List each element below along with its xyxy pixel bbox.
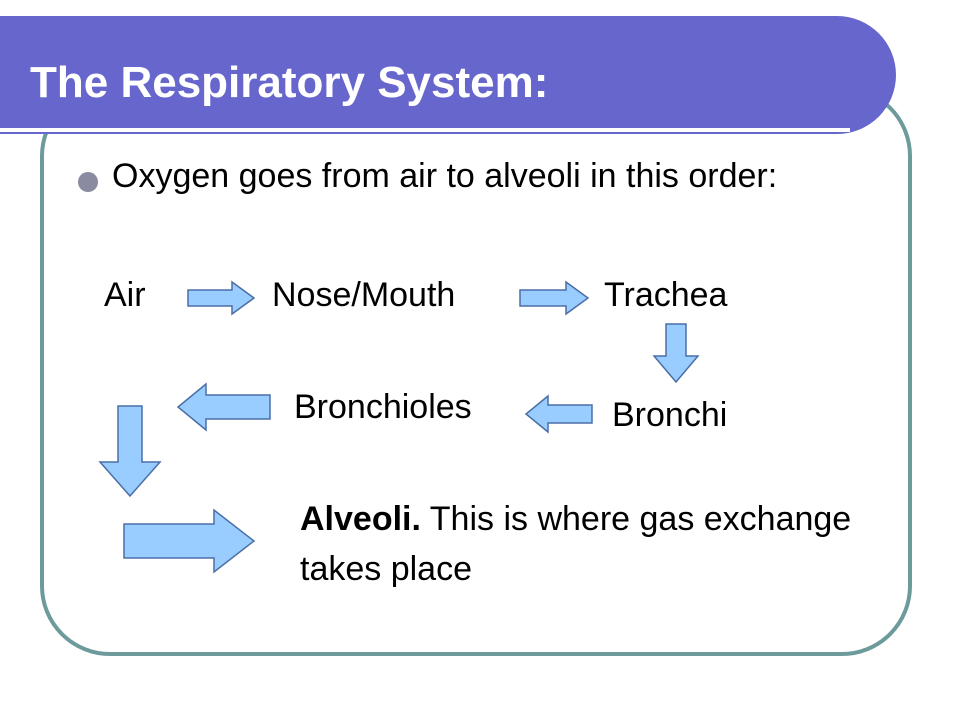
arrow-left-icon	[524, 394, 593, 434]
arrow-left-icon	[176, 382, 271, 432]
step-air: Air	[104, 276, 146, 314]
alveoli-label: Alveoli.	[300, 500, 421, 538]
alveoli-explanation: This is where gas exchange takes place	[300, 500, 852, 588]
title-bar: The Respiratory System:	[0, 16, 896, 134]
arrow-down-icon	[98, 405, 162, 498]
arrow-right-icon	[187, 280, 256, 316]
slide-title: The Respiratory System:	[30, 58, 549, 107]
arrow-right-icon	[123, 508, 256, 574]
step-bronchioles: Bronchioles	[294, 388, 472, 426]
step-trachea: Trachea	[604, 276, 728, 314]
bullet-dot	[78, 172, 98, 192]
arrow-right-icon	[519, 280, 590, 316]
bullet-text: Oxygen goes from air to alveoli in this …	[112, 157, 778, 195]
alveoli-description: Alveoli. This is where gas exchange take…	[300, 494, 860, 594]
slide-frame	[40, 86, 912, 656]
step-bronchi: Bronchi	[612, 396, 728, 434]
title-underline	[0, 128, 850, 132]
arrow-down-icon	[652, 323, 700, 384]
step-nose-mouth: Nose/Mouth	[272, 276, 456, 314]
